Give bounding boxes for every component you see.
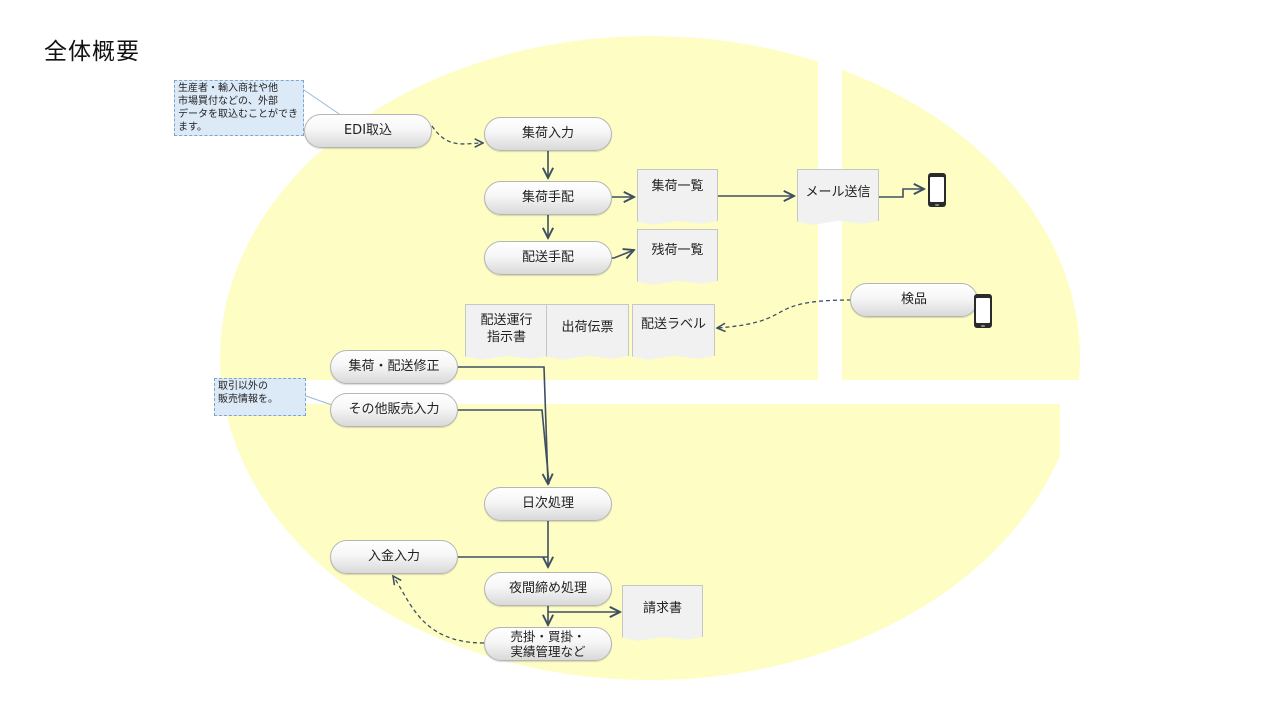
collection-arrange-node[interactable]: 集荷手配 — [484, 181, 612, 215]
collection-entry-node[interactable]: 集荷入力 — [484, 117, 612, 151]
edi-note: 生産者・輸入商社や他 市場買付などの、外部 データを取込むことができ ます。 — [174, 80, 304, 136]
connector-mail-to-phone — [879, 189, 924, 198]
connector-fix-to-daily — [457, 366, 548, 484]
collection-delivery-fix-node[interactable]: 集荷・配送修正 — [330, 350, 458, 384]
nightly-close-node[interactable]: 夜間締め処理 — [484, 572, 612, 606]
shipping-slip-doc[interactable]: 出荷伝票 — [546, 304, 629, 360]
connector-other-sales-to-daily — [457, 409, 550, 485]
smartphone-icon — [974, 294, 992, 328]
phone-home-button — [935, 204, 939, 206]
mail-send-doc[interactable]: メール送信 — [797, 169, 879, 225]
invoice-doc[interactable]: 請求書 — [622, 585, 703, 641]
payment-entry-node[interactable]: 入金入力 — [330, 540, 458, 574]
phone-screen — [976, 298, 990, 323]
delivery-label-doc[interactable]: 配送ラベル — [632, 304, 715, 360]
region-bottom — [220, 404, 1060, 680]
page-title: 全体概要 — [44, 39, 140, 65]
edi-note-leader — [303, 89, 346, 119]
smartphone-icon — [928, 173, 946, 207]
region-top-right — [842, 36, 1080, 380]
phone-home-button — [981, 325, 985, 327]
connector-inspection-to-label — [717, 299, 852, 328]
ar-ap-management-node[interactable]: 売掛・買掛・ 実績管理など — [484, 627, 612, 661]
delivery-instructions-doc[interactable]: 配送運行 指示書 — [465, 304, 548, 360]
collection-list-doc[interactable]: 集荷一覧 — [637, 169, 718, 225]
delivery-arrange-node[interactable]: 配送手配 — [484, 241, 612, 275]
phone-screen — [930, 177, 944, 202]
edi-import-node[interactable]: EDI取込 — [304, 114, 432, 148]
sales-note: 取引以外の 販売情報を。 — [214, 378, 306, 416]
inspection-node[interactable]: 検品 — [850, 283, 978, 317]
remaining-list-doc[interactable]: 残荷一覧 — [637, 229, 718, 285]
connector-edi-to-collection — [431, 125, 483, 144]
other-sales-entry-node[interactable]: その他販売入力 — [330, 393, 458, 427]
sales-note-leader — [305, 395, 333, 406]
daily-process-node[interactable]: 日次処理 — [484, 487, 612, 521]
